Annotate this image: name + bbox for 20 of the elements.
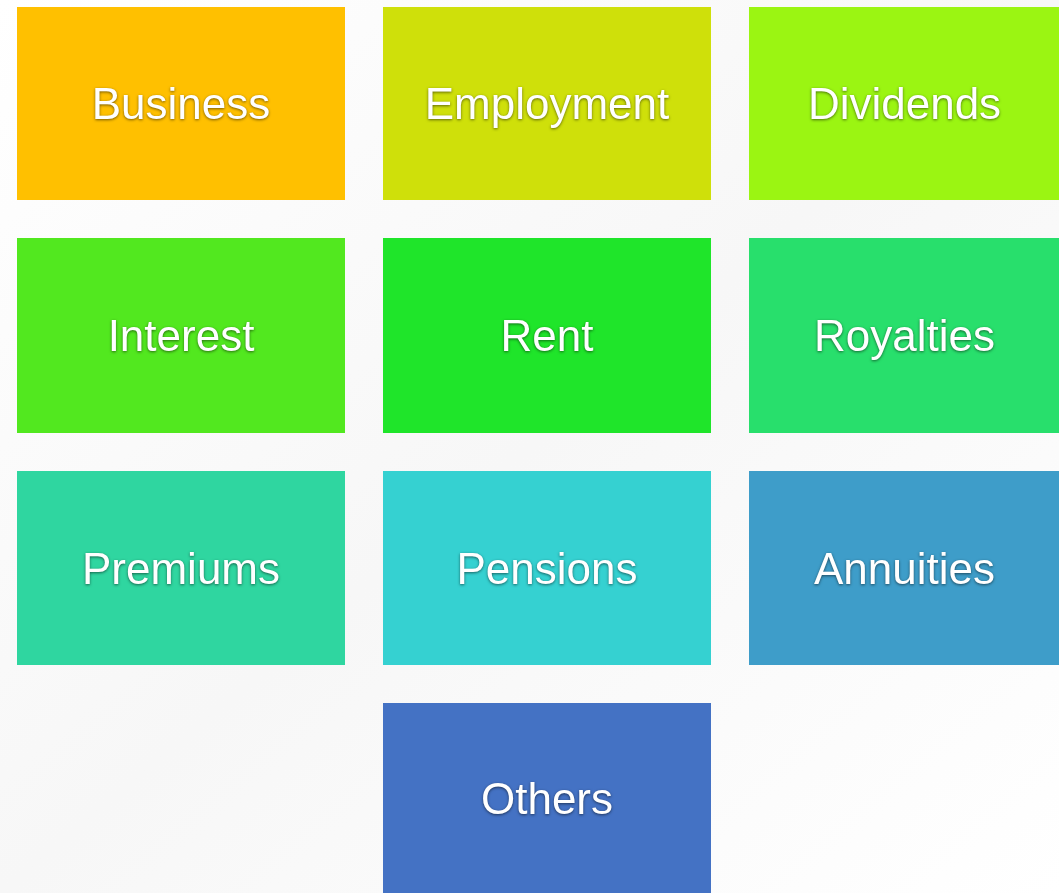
category-box bbox=[17, 471, 345, 665]
category-label: Interest bbox=[107, 310, 255, 362]
category-label: Others bbox=[480, 772, 613, 825]
category-label: Dividends bbox=[807, 78, 1002, 130]
category-box bbox=[749, 471, 1059, 665]
category-label: Premiums bbox=[82, 542, 280, 595]
category-box bbox=[749, 7, 1059, 200]
category-label: Annuities bbox=[814, 542, 995, 595]
category-box bbox=[17, 7, 345, 200]
category-label: Business bbox=[91, 78, 271, 130]
category-box bbox=[749, 238, 1059, 433]
category-box bbox=[383, 7, 711, 200]
category-box bbox=[383, 703, 711, 893]
category-label: Employment bbox=[424, 78, 670, 130]
category-label: Rent bbox=[500, 310, 594, 362]
category-box bbox=[17, 238, 345, 433]
category-box bbox=[383, 238, 711, 433]
category-label: Royalties bbox=[814, 310, 995, 362]
category-label: Pensions bbox=[456, 542, 638, 595]
category-box bbox=[383, 471, 711, 665]
